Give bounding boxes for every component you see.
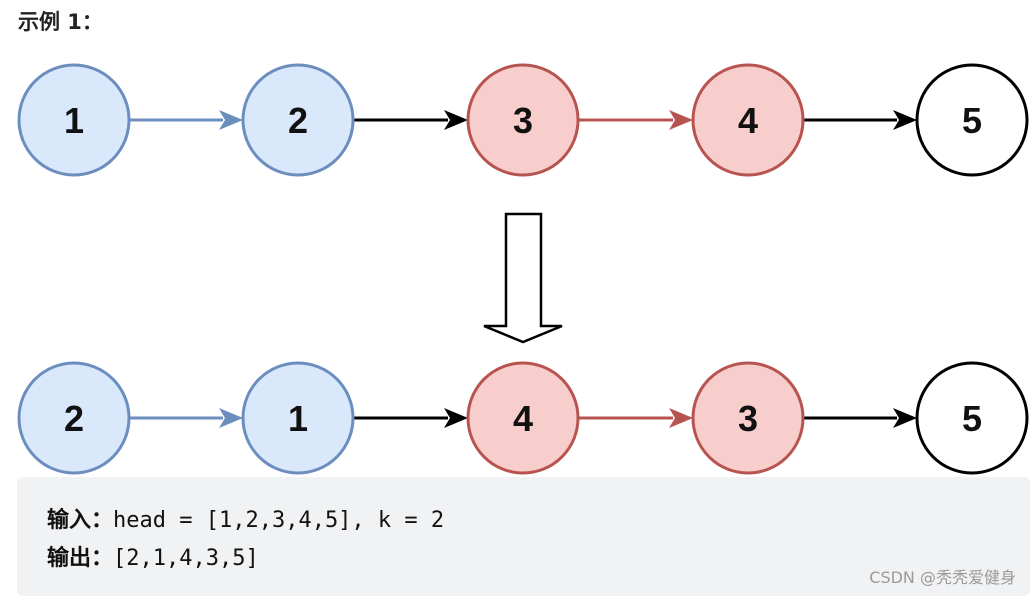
list-node <box>466 361 580 475</box>
arrow-head <box>893 408 917 428</box>
arrow-head <box>444 408 468 428</box>
list-node <box>466 63 580 177</box>
watermark: CSDN @秃秃爱健身 <box>869 568 1016 587</box>
example-title: 示例 1： <box>18 10 103 34</box>
node-value: 1 <box>288 398 308 439</box>
list-node <box>915 361 1029 475</box>
linked-list-after: 2 1 4 3 5 <box>17 361 1029 475</box>
arrow-head <box>219 408 243 428</box>
list-node <box>17 361 131 475</box>
arrow-head <box>219 110 243 130</box>
list-node <box>691 361 805 475</box>
list-node <box>915 63 1029 177</box>
node-value: 5 <box>962 100 982 141</box>
arrow-head <box>669 408 693 428</box>
list-node <box>241 63 355 177</box>
output-line: 输出：[2,1,4,3,5] <box>47 540 259 572</box>
input-label: 输入： <box>47 508 114 533</box>
list-node <box>241 361 355 475</box>
node-value: 1 <box>64 100 84 141</box>
output-value: [2,1,4,3,5] <box>113 546 259 571</box>
arrow-head <box>669 110 693 130</box>
linked-list-before: 1 2 3 4 5 <box>17 63 1029 177</box>
list-node <box>691 63 805 177</box>
output-label: 输出： <box>47 546 114 571</box>
arrow-head <box>893 110 917 130</box>
transform-down-arrow <box>483 212 563 344</box>
list-node <box>17 63 131 177</box>
input-line: 输入：head = [1,2,3,4,5], k = 2 <box>47 502 444 534</box>
node-value: 3 <box>513 100 533 141</box>
node-value: 2 <box>288 100 308 141</box>
arrow-head <box>444 110 468 130</box>
node-value: 3 <box>738 398 758 439</box>
input-value: head = [1,2,3,4,5], k = 2 <box>113 508 445 533</box>
io-example-box: 输入：head = [1,2,3,4,5], k = 2 输出：[2,1,4,3… <box>17 477 1030 596</box>
node-value: 5 <box>962 398 982 439</box>
node-value: 4 <box>513 398 533 439</box>
node-value: 4 <box>738 100 758 141</box>
node-value: 2 <box>64 398 84 439</box>
